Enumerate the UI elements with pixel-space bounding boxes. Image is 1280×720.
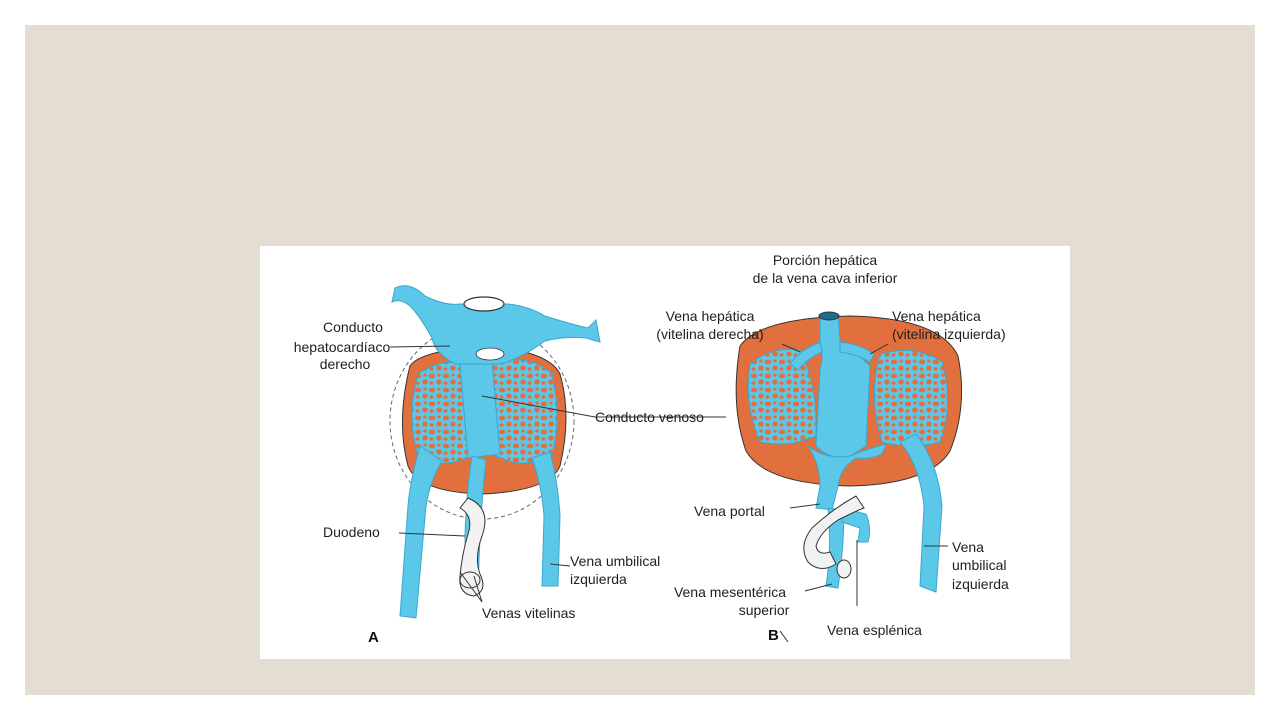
label-ductus-venosus: Conducto venoso (595, 409, 704, 425)
panel-b-drawing (735, 311, 963, 593)
label-hepatic-right-line1: Vena hepática (666, 308, 755, 324)
label-umbilical-b-line1: Vena (952, 539, 984, 555)
label-hepatocardiac-line1: Conducto (323, 319, 383, 335)
heart-inflow-opening (463, 296, 505, 312)
hepatic-vein-right (789, 341, 823, 371)
hepatic-vein-left (839, 341, 875, 363)
label-umbilical-b-line3: izquierda (952, 576, 1009, 592)
sinusoid-network-right (491, 359, 558, 464)
sinus-venosus (391, 285, 601, 365)
sinusoid-network-right-b (874, 349, 948, 447)
sinusoid-network-left-b (747, 348, 817, 445)
duodenum-end-b (836, 559, 852, 579)
vitelline-vein-left (399, 445, 443, 619)
label-vitelline-veins: Venas vitelinas (482, 605, 575, 621)
label-ivc-line2: de la vena cava inferior (753, 270, 898, 286)
label-sup-mesenteric-line2: superior (739, 602, 790, 618)
embryo-liver-veins-figure: Conducto hepatocardíaco derecho Conducto… (260, 246, 1070, 659)
panel-a-drawing (389, 285, 601, 619)
slide-background: Conducto hepatocardíaco derecho Conducto… (25, 25, 1255, 695)
label-ivc-line1: Porción hepática (773, 252, 878, 268)
label-duodenum: Duodeno (323, 524, 380, 540)
duodenum-end-a (459, 571, 481, 589)
label-hepatic-left-line1: Vena hepática (892, 308, 981, 324)
splenic-vein (841, 507, 871, 543)
leader-lines (389, 343, 948, 643)
panel-a-label: A (368, 629, 379, 646)
hepatocardiac-gap (475, 347, 505, 361)
label-sup-mesenteric-line1: Vena mesentérica (674, 584, 786, 600)
panel-b-label: B (768, 627, 779, 644)
umbilical-vein-left-b (899, 433, 943, 593)
umbilical-vein-left-a (531, 451, 561, 587)
label-hepatic-right-line2: (vitelina derecha) (656, 326, 763, 342)
label-umbilical-b-line2: umbilical (952, 557, 1006, 573)
label-hepatocardiac-line2: hepatocardíaco (294, 339, 391, 355)
label-portal-vein: Vena portal (694, 503, 765, 519)
ivc-opening (818, 311, 840, 321)
label-umbilical-a-line2: izquierda (570, 571, 627, 587)
label-umbilical-a-line1: Vena umbilical (570, 553, 660, 569)
label-hepatocardiac-line3: derecho (320, 356, 371, 372)
duodenum-a (459, 497, 486, 597)
portal-vein-trunk (807, 443, 887, 511)
duodenum-b (803, 495, 865, 569)
label-splenic-vein: Vena esplénica (827, 622, 922, 638)
label-hepatic-left-line2: (vitelina izquierda) (892, 326, 1006, 342)
